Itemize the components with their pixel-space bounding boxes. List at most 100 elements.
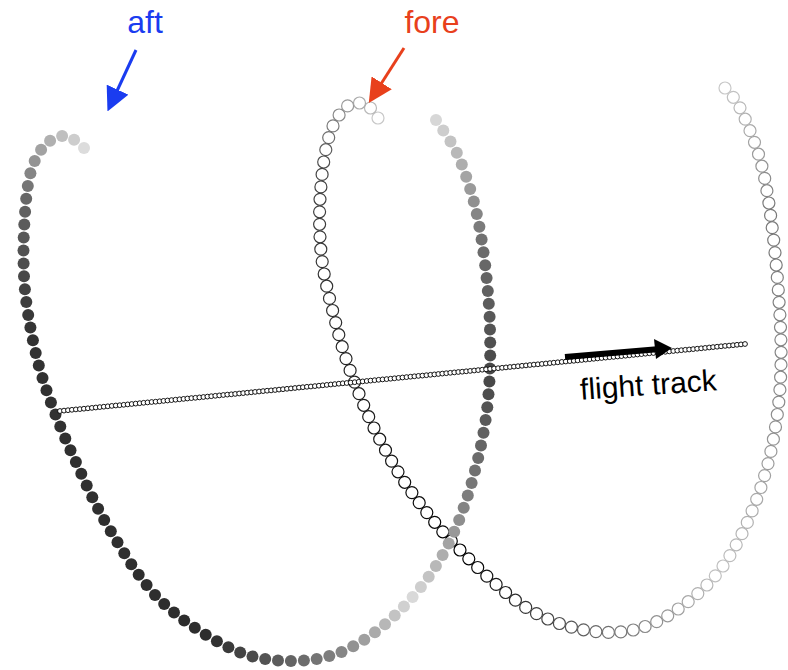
scan-dot [768, 234, 780, 246]
scan-dot [141, 579, 153, 591]
scan-dot [358, 399, 370, 411]
scan-dot [314, 206, 326, 218]
scan-dot [500, 587, 512, 599]
scan-dot [755, 482, 767, 494]
scan-dot [30, 347, 42, 359]
scan-dot [756, 160, 768, 172]
scan-dot [358, 634, 370, 646]
scan-dot [311, 653, 323, 665]
scan-dot [771, 409, 783, 421]
scan-dot [772, 284, 784, 296]
scan-dot [464, 183, 476, 195]
scan-dot [753, 148, 765, 160]
scan-dot [472, 452, 484, 464]
scan-dot [59, 432, 71, 444]
scan-dot [112, 536, 124, 548]
scan-dot [168, 607, 180, 619]
scan-dot [615, 626, 627, 638]
scan-dot [767, 433, 779, 445]
scan-dot [379, 618, 391, 630]
scan-dot [68, 134, 80, 146]
scan-dot [20, 296, 32, 308]
scan-dot [336, 341, 348, 353]
scan-dot [314, 218, 326, 230]
scan-dot [484, 324, 496, 336]
scan-dot [456, 159, 468, 171]
scan-dot [639, 621, 651, 633]
scan-dot [92, 503, 104, 515]
scan-dot [200, 629, 212, 641]
scan-dot [578, 624, 590, 636]
scan-dot [65, 444, 77, 456]
scan-dot [44, 135, 56, 147]
scan-dot [483, 388, 495, 400]
scan-dot [437, 125, 449, 137]
scan-dot [762, 458, 774, 470]
scan-dot [336, 646, 348, 658]
scan-dot [19, 283, 31, 295]
scan-dot [475, 440, 487, 452]
scan-dot [50, 408, 62, 420]
scan-dot [149, 589, 161, 601]
scan-dot [415, 581, 427, 593]
aft-label: aft [127, 6, 163, 38]
scan-dot [662, 610, 674, 622]
scan-dot [86, 491, 98, 503]
scan-dot [423, 571, 435, 583]
scan-dot [458, 502, 470, 514]
scan-dot [453, 514, 465, 526]
scan-dot [234, 646, 246, 658]
scan-dot [18, 232, 30, 244]
scan-dot [386, 455, 398, 467]
scan-dot [484, 337, 496, 349]
scan-dot [769, 247, 781, 259]
scan-dot [75, 468, 87, 480]
scan-dot [471, 208, 483, 220]
scan-dot [369, 626, 381, 638]
scan-dot [41, 384, 53, 396]
scan-dot [33, 360, 45, 372]
scan-dot [406, 487, 418, 499]
scan-dot [765, 445, 777, 457]
scan-dot [70, 456, 82, 468]
scan-dot [775, 321, 787, 333]
scan-dot [751, 493, 763, 505]
scan-dot [333, 109, 345, 121]
flight-track [58, 342, 748, 414]
aft-pointer [110, 50, 136, 106]
scan-dot [484, 363, 496, 375]
scan-dot [542, 613, 554, 625]
scan-dot [316, 256, 328, 268]
scan-dot [773, 296, 785, 308]
scan-dot [481, 272, 493, 284]
scan-dot [24, 167, 36, 179]
scan-dot [22, 180, 34, 192]
scan-dot [651, 616, 663, 628]
track-arrow-shaft [565, 349, 660, 357]
scan-dot [374, 433, 386, 445]
scan-dot [682, 596, 694, 608]
scan-dot [483, 375, 495, 387]
scan-dot [320, 144, 332, 156]
scan-dot [211, 635, 223, 647]
scan-dot [29, 155, 41, 167]
loop-guide [320, 88, 782, 632]
scan-dot [774, 384, 786, 396]
scan-dot [318, 156, 330, 168]
scan-dot [327, 305, 339, 317]
scan-dot [481, 401, 493, 413]
loop-guide [23, 120, 490, 661]
scan-dot [774, 309, 786, 321]
scan-dot [724, 550, 736, 562]
scan-dot [330, 317, 342, 329]
scan-dot [480, 414, 492, 426]
scan-dot [18, 270, 30, 282]
scan-dot [744, 125, 756, 137]
scan-dot [324, 292, 336, 304]
scan-dot [770, 259, 782, 271]
fore-label: fore [404, 6, 459, 38]
scan-dot [482, 285, 494, 297]
scan-dot [741, 516, 753, 528]
track-label: flight track [579, 365, 717, 404]
scan-dot [389, 610, 401, 622]
